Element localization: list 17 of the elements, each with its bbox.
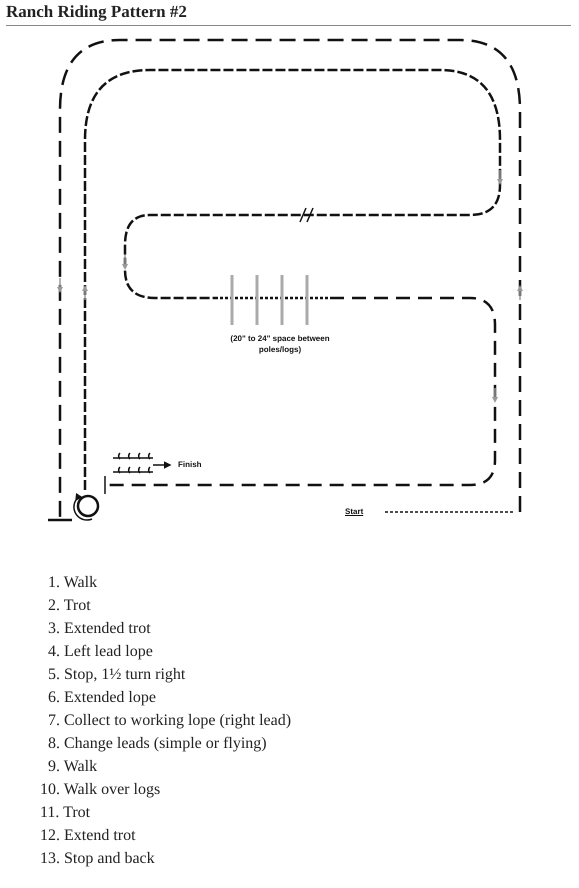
instruction-step: 3. Extended trot [48, 620, 151, 638]
instruction-step: 2. Trot [48, 597, 91, 615]
instruction-step: 10. Walk over logs [40, 781, 160, 799]
instruction-step: 9. Walk [48, 758, 98, 776]
finish-label: Finish [178, 460, 202, 469]
instruction-step: 8. Change leads (simple or flying) [48, 735, 267, 753]
instruction-step: 5. Stop, 1½ turn right [48, 666, 186, 684]
instruction-step: 12. Extend trot [40, 827, 136, 845]
instruction-step: 1. Walk [48, 574, 98, 592]
instruction-step: 11. Trot [40, 804, 90, 822]
log-spacing-note: (20" to 24" space between poles/logs) [229, 333, 331, 355]
instruction-step: 7. Collect to working lope (right lead) [48, 712, 292, 730]
title: Ranch Riding Pattern #2 [6, 2, 187, 22]
instruction-step: 6. Extended lope [48, 689, 156, 707]
instruction-step: 4. Left lead lope [48, 643, 153, 661]
instruction-step: 13. Stop and back [40, 850, 155, 868]
start-label: Start [345, 507, 364, 516]
